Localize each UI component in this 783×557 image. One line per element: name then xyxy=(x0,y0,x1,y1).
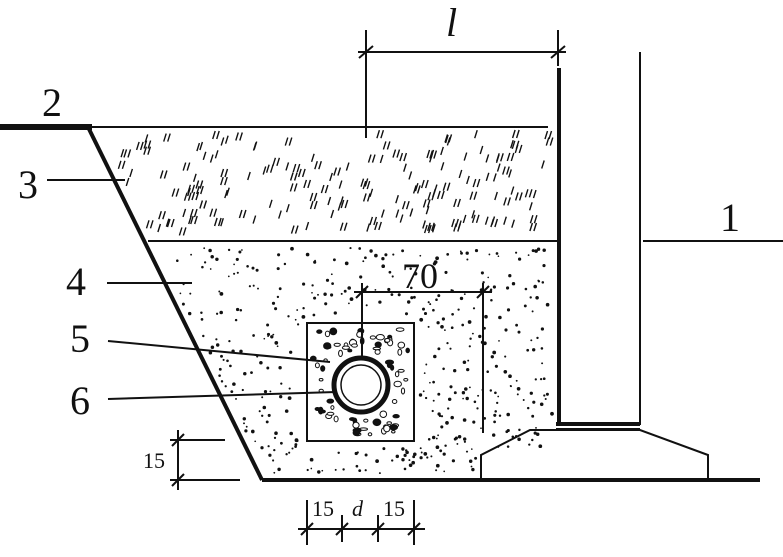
leader-6 xyxy=(107,391,337,400)
footing xyxy=(480,429,709,480)
label-15-right: 15 xyxy=(383,496,405,521)
label-5: 5 xyxy=(70,316,90,361)
filter-box xyxy=(306,322,415,442)
layer-4-sand-dots xyxy=(176,246,554,475)
dimension-l xyxy=(358,30,566,138)
trench-slope-line xyxy=(86,126,264,481)
label-d: d xyxy=(352,496,364,521)
label-4: 4 xyxy=(66,259,86,304)
label-3: 3 xyxy=(18,162,38,207)
dimension-chain-bottom xyxy=(298,500,425,545)
label-l: l xyxy=(446,0,457,45)
leader-5 xyxy=(107,340,331,363)
dimension-70 xyxy=(354,283,492,433)
dimension-15-vertical xyxy=(170,430,240,490)
label-15-vertical: 15 xyxy=(143,448,165,473)
label-2: 2 xyxy=(42,80,62,125)
wall-structure xyxy=(556,52,641,430)
label-70: 70 xyxy=(402,256,438,296)
layer-3-hatching xyxy=(117,129,554,236)
label-1: 1 xyxy=(720,195,740,240)
drain-pipe-inner xyxy=(340,364,382,406)
label-6: 6 xyxy=(70,378,90,423)
label-15-left: 15 xyxy=(312,496,334,521)
